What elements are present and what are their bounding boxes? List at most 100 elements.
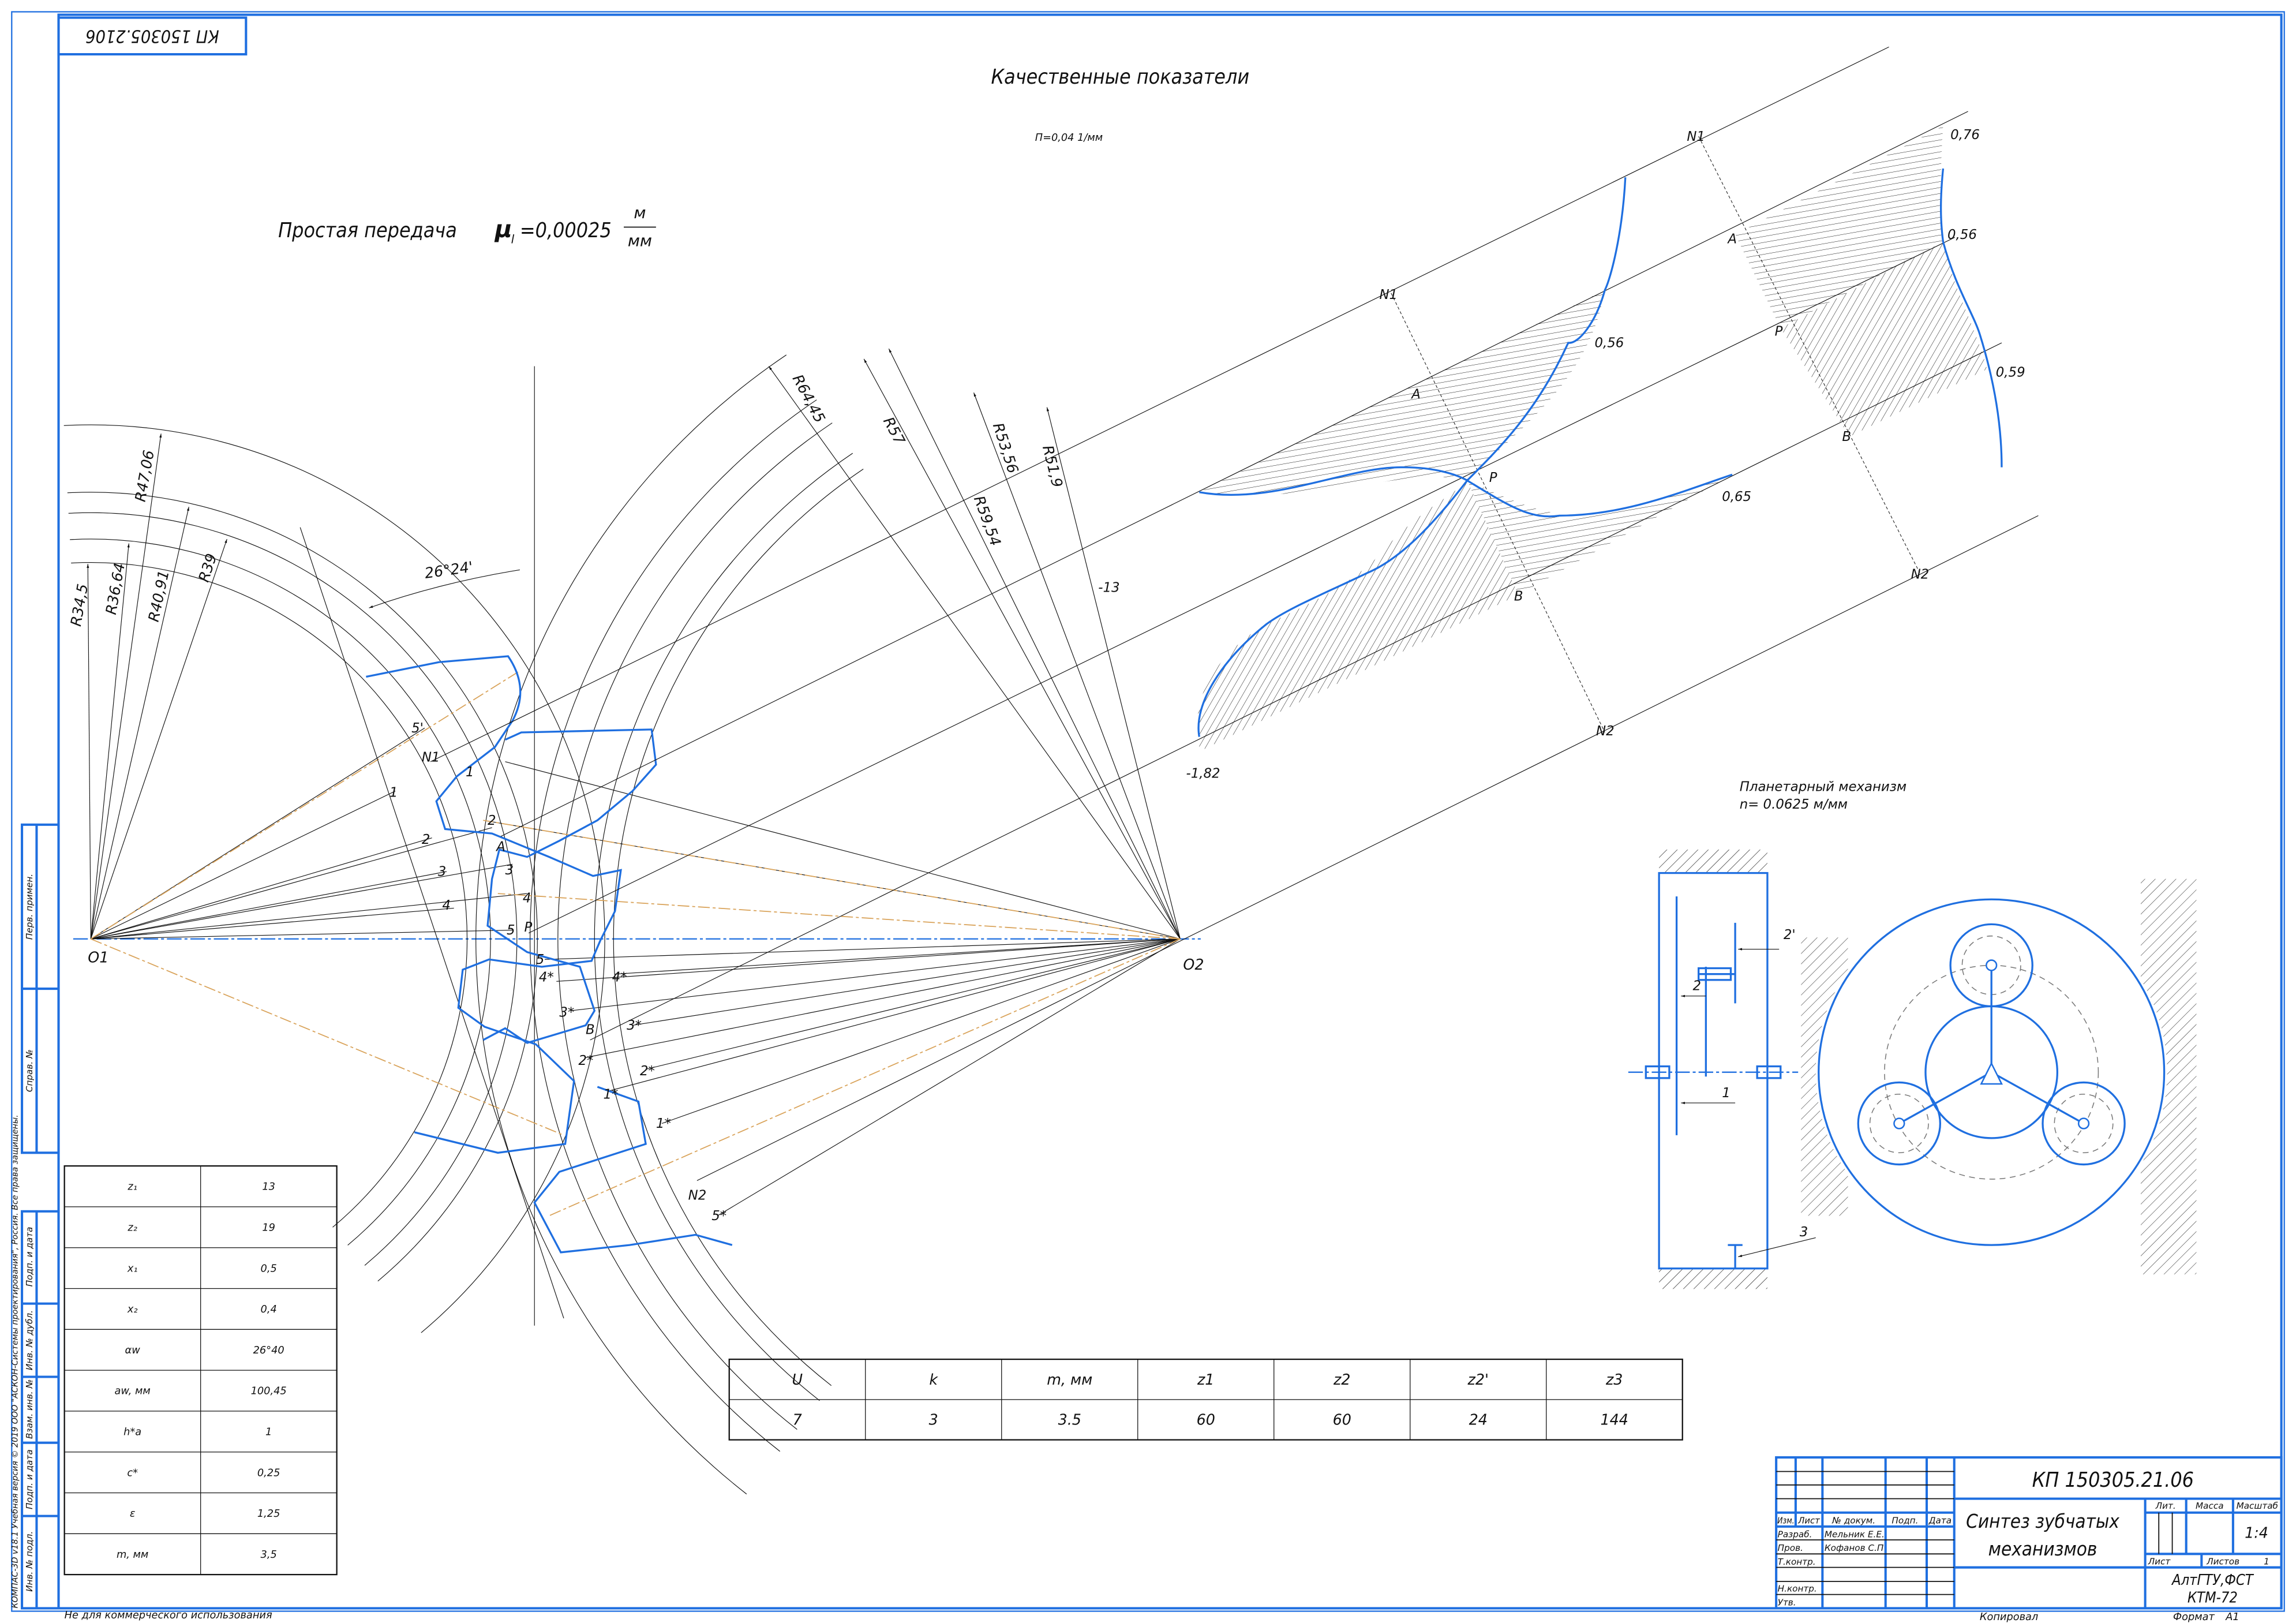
contact-line — [500, 111, 1968, 837]
carrier-arm — [1991, 1071, 2084, 1124]
bearing — [1756, 1065, 1782, 1079]
radius-label: R59,54 — [971, 493, 1005, 548]
rotated-stamp: КП 150305.2106 — [57, 16, 248, 56]
table-cell: h*a — [123, 1427, 141, 1438]
side-label-sign-date-2: Подп. и дата — [24, 1449, 35, 1509]
ring-gear-3 — [1818, 898, 2166, 1246]
scheme-label-1: 1 — [1722, 1086, 1731, 1101]
radius-dimension-line — [90, 433, 162, 939]
table-cell: U — [792, 1371, 803, 1388]
table-cell: x₂ — [127, 1304, 138, 1315]
radius-dimension-line — [863, 358, 1181, 940]
table-cell: 3.5 — [1058, 1411, 1081, 1428]
table-cell: m, мм — [1047, 1371, 1092, 1388]
hatch-region — [1780, 241, 1987, 437]
role-norm-control: Н.контр. — [1778, 1584, 1817, 1594]
point-label: 1* — [656, 1116, 671, 1131]
gear2-circle-arc — [475, 354, 787, 1495]
table-cell: 26°40 — [253, 1345, 284, 1356]
gear1-circle-arc — [67, 492, 538, 1282]
header-change: Изм. — [1777, 1515, 1794, 1525]
table-cell: z2' — [1467, 1371, 1489, 1388]
gear2-circle-arc — [594, 453, 853, 1401]
copied-label: Копировал — [1980, 1611, 2038, 1623]
gear2-circle-arc — [613, 469, 864, 1386]
point-label-b: B — [586, 1023, 595, 1038]
radial-line — [585, 938, 1181, 1058]
side-label-repl-inv: Взам. инв. № — [24, 1379, 35, 1439]
drawing-title-line2: механизмов — [1988, 1538, 2098, 1560]
point-label: 2 — [422, 832, 430, 847]
point-label-n1: N1 — [422, 750, 440, 765]
center-o2-label: O2 — [1183, 956, 1204, 973]
mu-symbol: μ — [494, 215, 512, 243]
point-label: 4 — [523, 891, 531, 906]
header-signature: Подп. — [1892, 1515, 1918, 1525]
side-label-first-use: Перв. примен. — [24, 874, 35, 940]
quality-indicators-diagram: N1 N1 A A P P B B N2 N2 0,56 0,65 -13 -1… — [430, 46, 2039, 1181]
non-commercial-notice: Не для коммерческого использования — [65, 1610, 272, 1621]
center-o1-label: O1 — [88, 948, 108, 966]
housing-hatch-top — [1659, 849, 1767, 873]
value-label: -13 — [1098, 580, 1119, 595]
radial-line — [505, 761, 1181, 940]
table-cell: 3 — [929, 1411, 938, 1428]
perpendicular-line — [1698, 136, 1920, 573]
side-strip-lower — [21, 1210, 60, 1610]
value-label: 0,76 — [1950, 128, 1980, 143]
mu-subscript: l — [511, 232, 515, 246]
construction-dash-line — [497, 893, 1181, 940]
unit-numerator: м — [634, 203, 646, 222]
angle-dimension-arc — [369, 569, 520, 608]
radius-dimension-line — [90, 543, 130, 939]
side-strip: Перв. примен. Справ. № Подп. и дата Инв.… — [10, 823, 60, 1610]
point-label: 3 — [505, 863, 514, 878]
checker-name: Кофанов С.П — [1825, 1543, 1884, 1553]
scheme-label-3: 3 — [1800, 1225, 1808, 1240]
point-label: 1* — [604, 1087, 619, 1102]
gear-mesh-drawing: 26°24' R34,5 R36,64 R47,06 R40,91 R39 R6… — [63, 348, 1204, 1495]
table-cell: k — [929, 1371, 938, 1388]
point-label-a: A — [495, 840, 505, 855]
title-block: КП 150305.21.06 Синтез зубчатых механизм… — [1775, 1456, 2283, 1610]
inner-border — [57, 13, 2283, 1610]
radius-label: R34,5 — [67, 582, 91, 627]
diagram-label-p-right: P — [1775, 324, 1783, 339]
scheme-label-2: 2 — [1692, 979, 1701, 994]
quality-heading: Качественные показатели — [991, 65, 1249, 89]
radius-dimension-line — [90, 507, 189, 939]
point-label: 4* — [612, 970, 627, 985]
bearing — [1697, 967, 1732, 981]
radial-line — [607, 938, 1181, 1092]
stamp-box — [57, 16, 248, 56]
side-label-ref-no: Справ. № — [24, 1049, 35, 1092]
sheets-label: Листов — [2206, 1556, 2239, 1566]
role-approved: Утв. — [1778, 1597, 1796, 1607]
housing-hatch-right — [2141, 878, 2197, 1274]
table-cell: c* — [127, 1467, 138, 1479]
housing-hatch-bottom — [1659, 1268, 1767, 1289]
radius-label: R40,91 — [145, 569, 173, 623]
header-date: Дата — [1928, 1515, 1952, 1525]
hatch-region — [1467, 474, 1733, 595]
side-label-dup-inv: Инв. № дубл. — [24, 1310, 35, 1370]
radial-line — [91, 790, 396, 940]
radial-line — [91, 871, 447, 940]
gear1-circle-arc — [68, 512, 518, 1266]
scale-value: =0,00025 — [520, 219, 612, 242]
value-label: 0,59 — [1996, 365, 2025, 380]
scale-label: Масштаб — [2237, 1501, 2278, 1511]
value-label: -1,82 — [1186, 766, 1220, 781]
value-label: 0,65 — [1722, 489, 1751, 504]
table-cell: 0,4 — [261, 1304, 277, 1315]
radius-label: R39 — [195, 551, 220, 584]
scale-value: 1:4 — [2245, 1524, 2268, 1542]
hatch-region — [1197, 480, 1519, 751]
construction-dash-line — [90, 938, 564, 1136]
sheet-label: Лист — [2148, 1556, 2171, 1566]
gear2-tooth-profile — [482, 728, 657, 1044]
table-cell: ε — [130, 1508, 136, 1520]
point-label: 2 — [488, 813, 496, 828]
radius-label: R47,06 — [132, 449, 158, 503]
